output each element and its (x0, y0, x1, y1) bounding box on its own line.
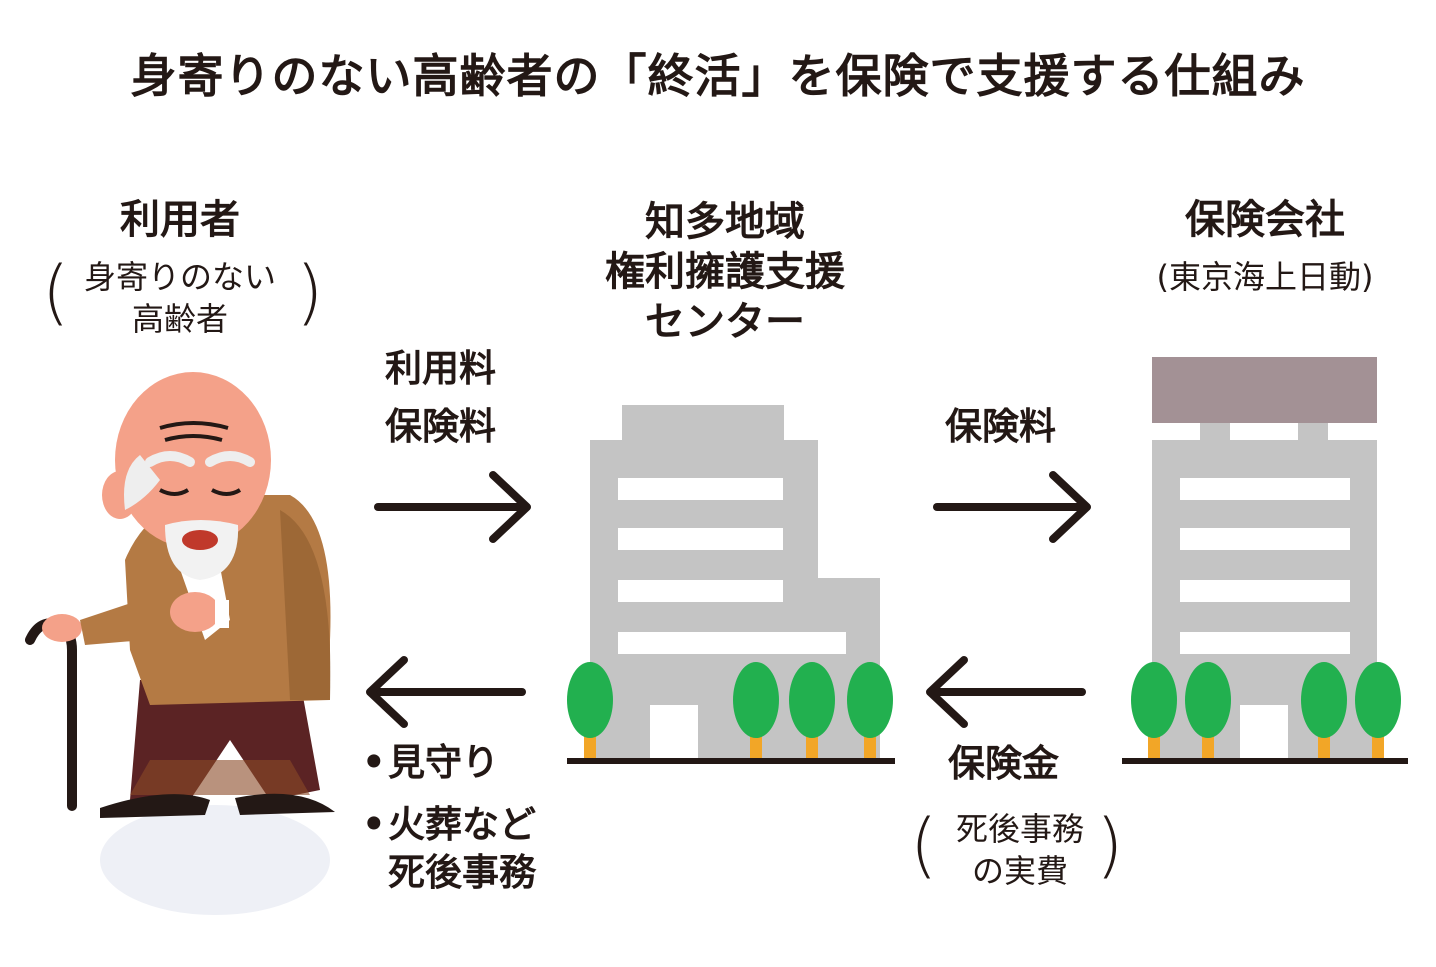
service-bullet-2: • (362, 803, 386, 846)
user-note-line1: 身寄りのない (83, 258, 276, 296)
user-note-line2: 高齢者 (131, 300, 228, 338)
arrow-insurer-to-center (926, 656, 1086, 728)
arrow-center-to-user (366, 656, 526, 728)
service-watch-over: 見守り (388, 741, 499, 784)
insurer-building-illustration (1122, 357, 1408, 764)
payout-paren-open: ( (910, 804, 938, 886)
arrow-center-to-insurer (933, 471, 1091, 543)
center-name-line1: 知多地域 (645, 199, 805, 245)
user-label: 利用者 (120, 197, 240, 243)
payout-label: 保険金 (948, 742, 1059, 785)
center-name-line2: 権利擁護支援 (605, 249, 845, 295)
payout-note-line2: の実費 (971, 852, 1068, 890)
service-posthumous-affairs: 死後事務 (388, 851, 536, 894)
payout-paren-close: ) (1096, 804, 1124, 886)
flow-user-fee: 利用料 (385, 347, 496, 390)
service-cremation: 火葬など (388, 803, 536, 846)
insurer-company-note: (東京海上日動) (1156, 258, 1374, 296)
elderly-person-illustration (25, 372, 335, 915)
center-name-line3: センター (645, 299, 805, 345)
flow-user-premium: 保険料 (385, 405, 496, 448)
user-paren-close: ) (296, 251, 324, 333)
payout-note-line1: 死後事務 (955, 810, 1084, 848)
flow-center-premium: 保険料 (945, 405, 1056, 448)
diagram-title: 身寄りのない高齢者の「終活」を保険で支援する仕組み (130, 49, 1306, 103)
center-building-illustration (567, 405, 895, 764)
insurer-label: 保険会社 (1185, 197, 1345, 243)
arrow-user-to-center (374, 471, 531, 543)
user-paren-open: ( (42, 251, 70, 333)
service-bullet-1: • (362, 741, 386, 784)
